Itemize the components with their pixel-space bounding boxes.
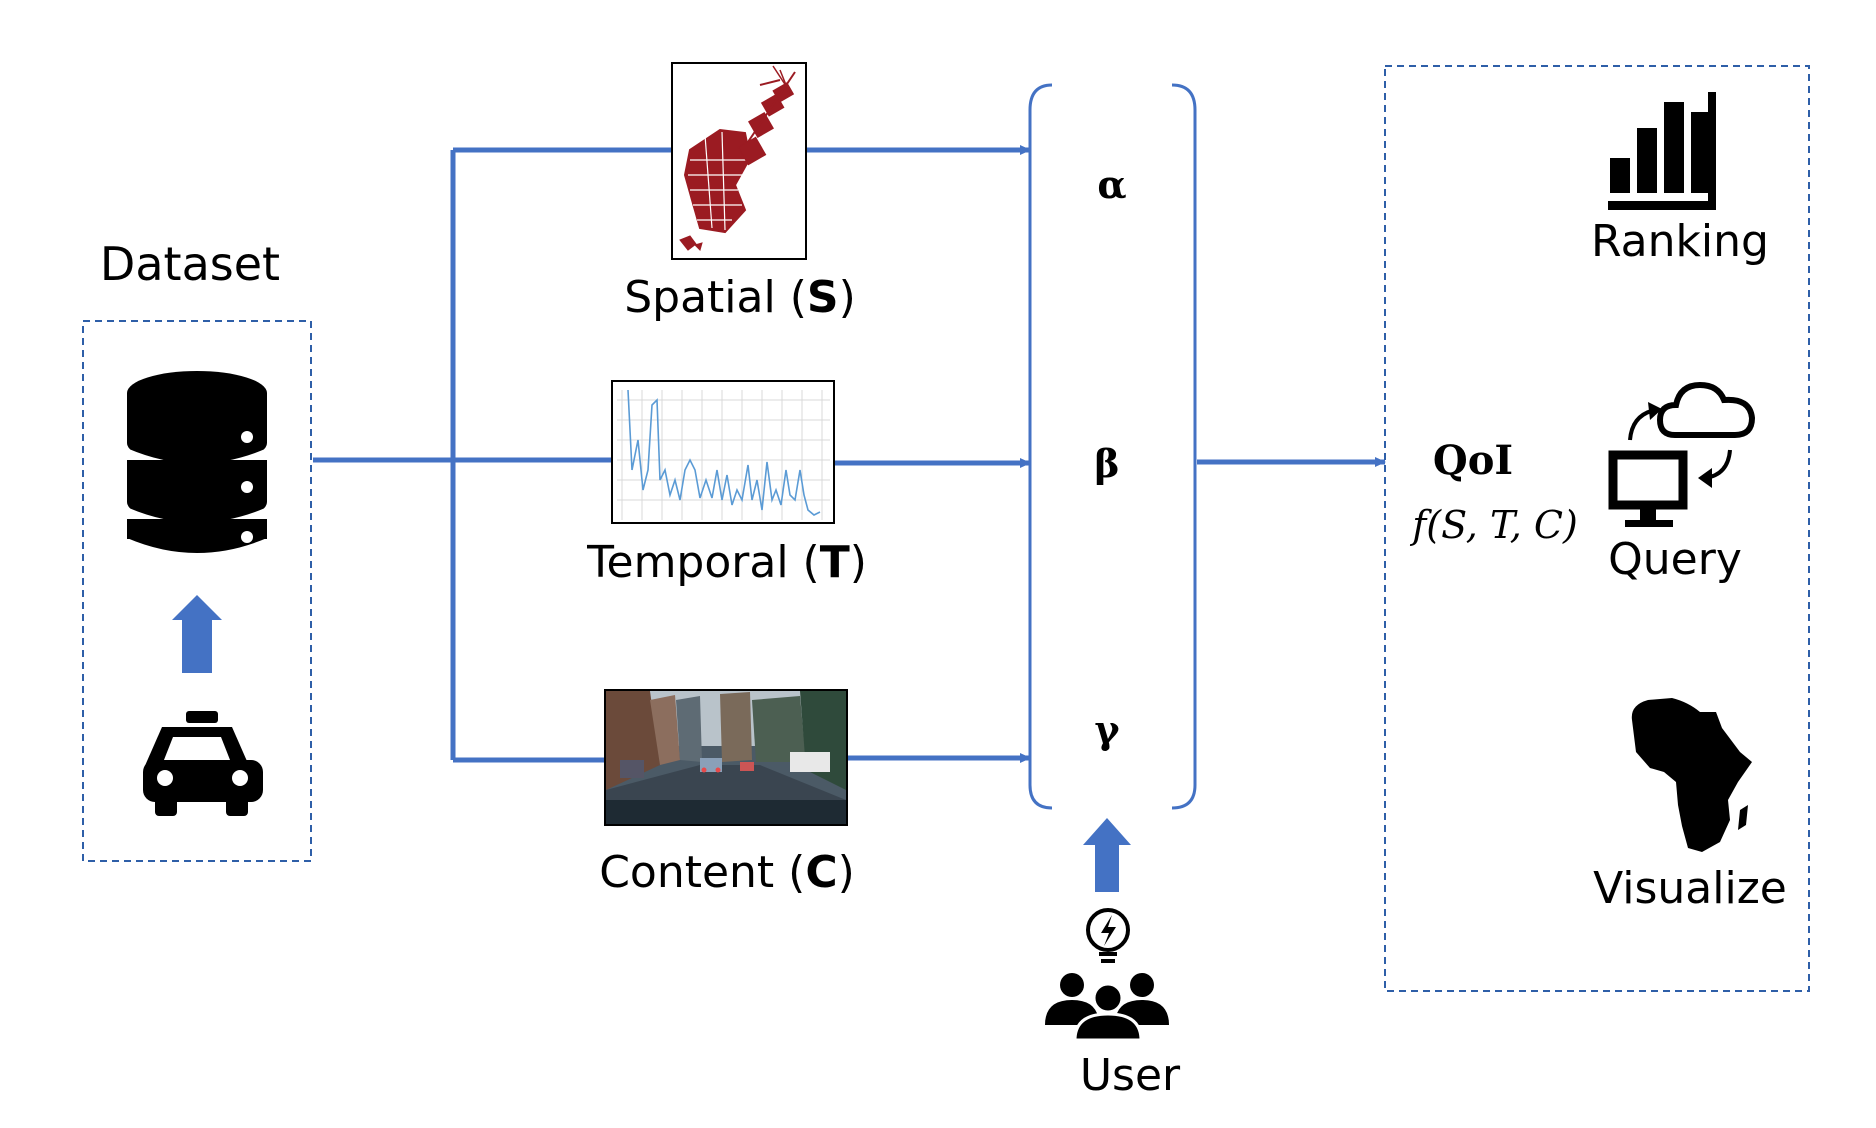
qoi-formula: f(S, T, C) xyxy=(1409,503,1578,547)
temporal-label: Temporal (T) xyxy=(586,537,867,588)
users-icon xyxy=(1045,973,1169,1042)
temporal-series-line xyxy=(627,389,821,516)
user-label: User xyxy=(1080,1050,1181,1101)
upload-arrow xyxy=(172,595,222,673)
visualize-label: Visualize xyxy=(1593,863,1787,914)
database-icon xyxy=(125,371,269,553)
weight-gamma: γ xyxy=(1094,707,1120,752)
content-image-thumbnail xyxy=(604,689,848,826)
content-label: Content (C) xyxy=(599,847,855,898)
africa-map-icon xyxy=(1631,698,1752,852)
ranking-label: Ranking xyxy=(1591,216,1769,267)
dataset-box xyxy=(82,320,312,862)
lightbulb-icon xyxy=(1086,908,1130,963)
flow-lines xyxy=(313,145,1386,763)
user-input-arrow xyxy=(1083,818,1131,892)
weights-bracket xyxy=(1028,83,1197,810)
cloud-computer-icon xyxy=(1608,381,1756,527)
spatial-map-drawing xyxy=(679,65,796,251)
spatial-label: Spatial (S) xyxy=(624,272,856,323)
dataset-title: Dataset xyxy=(100,237,280,291)
weight-beta: β xyxy=(1094,441,1119,486)
bar-chart-icon xyxy=(1608,92,1716,210)
taxi-icon xyxy=(143,711,263,816)
qoi-title: QoI xyxy=(1433,437,1513,484)
temporal-chart-thumbnail xyxy=(611,380,835,524)
query-label: Query xyxy=(1608,534,1742,585)
weight-alpha: α xyxy=(1097,162,1126,207)
outputs-box xyxy=(1384,65,1810,992)
